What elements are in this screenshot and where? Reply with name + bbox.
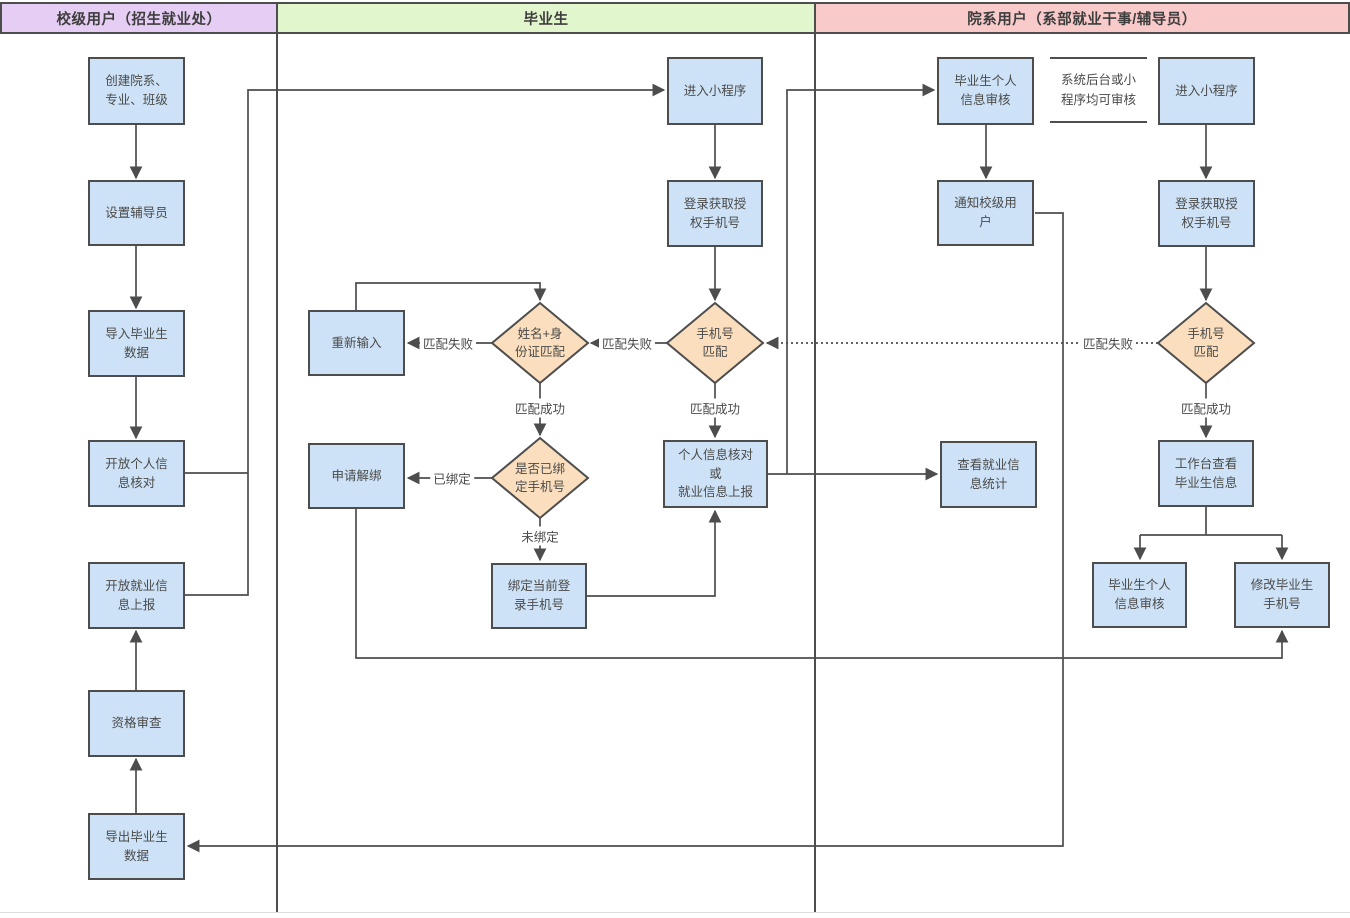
node-notify-school-user: 通知校级用 户 [937,180,1034,246]
edge-unbind-to-modifyphone [355,509,1289,659]
node-review-grad-info-bottom: 毕业生个人 信息审核 [1092,562,1187,628]
node-open-info-check: 开放个人信 息核对 [88,440,185,507]
diamond-phone-match-graduate [665,301,765,385]
node-export-graduates: 导出毕业生 数据 [88,813,185,880]
node-unbind-request: 申请解绑 [308,443,405,509]
node-enter-miniprogram-department: 进入小程序 [1158,57,1255,125]
node-info-check-or-report: 个人信息核对 或 就业信息上报 [663,440,768,508]
lane-header-graduate-label: 毕业生 [523,11,569,28]
diamond-label-phone-match-graduate: 手机号 匹配 [696,326,734,359]
lane-header-department: 院系用户（系部就业干事/辅导员） [814,2,1350,34]
node-review-grad-info-top: 毕业生个人 信息审核 [937,57,1034,125]
edge-workbench-stem [1140,507,1282,536]
node-import-graduates: 导入毕业生 数据 [88,310,185,377]
edge-label-bound: 已绑定 [430,468,474,488]
lane-divider-1 [276,32,278,913]
node-login-auth-graduate: 登录获取授 权手机号 [667,180,763,247]
diamond-bound-check [490,436,590,520]
node-view-employment-stats: 查看就业信 息统计 [940,441,1037,508]
edge-notify-to-export [186,212,1064,853]
edge-infocheck-to-review [786,83,936,474]
node-qualification-review: 资格审查 [88,690,185,757]
edge-bindphone-to-infocheck [587,509,722,597]
diamond-label-nameid-match: 姓名+身 份证匹配 [514,326,565,359]
diamond-label-phone-match-department: 手机号 匹配 [1187,326,1225,359]
edge-retry-loop [355,282,547,310]
node-open-employment-report: 开放就业信 息上报 [88,562,185,629]
edge-label-match-fail-dotted: 匹配失败 [1079,333,1137,353]
lane-header-school-label: 校级用户（招生就业处） [56,11,222,28]
node-workbench-view-grads: 工作台查看 毕业生信息 [1158,440,1254,507]
node-create-org: 创建院系、 专业、班级 [88,57,185,125]
edge-label-match-fail-retry: 匹配失败 [419,333,477,353]
edge-label-unbound: 未绑定 [518,526,562,546]
node-login-auth-department: 登录获取授 权手机号 [1158,180,1255,247]
lane-header-department-label: 院系用户（系部就业干事/辅导员） [967,11,1197,28]
diamond-phone-match-department [1156,301,1256,385]
edge-label-match-success-department: 匹配成功 [1177,398,1235,418]
node-set-counselor: 设置辅导员 [88,180,185,246]
node-retry-input: 重新输入 [308,310,405,376]
node-modify-grad-phone: 修改毕业生 手机号 [1234,562,1330,628]
node-enter-miniprogram-graduate: 进入小程序 [667,57,763,125]
lane-header-graduate: 毕业生 [276,2,816,34]
lane-header-school: 校级用户（招生就业处） [0,2,278,34]
edge-label-match-success-graduate: 匹配成功 [686,398,744,418]
edge-openreport-to-entermini [185,83,666,596]
edge-label-match-fail-middle: 匹配失败 [598,333,656,353]
annotation-review-channels: 系统后台或小 程序均可审核 [1050,57,1147,123]
lane-divider-2 [814,32,816,913]
diamond-label-bound-check: 是否已绑 定手机号 [514,461,565,494]
node-bind-current-phone: 绑定当前登 录手机号 [491,563,587,629]
edge-label-match-success-nameid: 匹配成功 [511,398,569,418]
diagram-bottom-edge [0,912,1350,913]
diamond-nameid-match [490,301,590,385]
